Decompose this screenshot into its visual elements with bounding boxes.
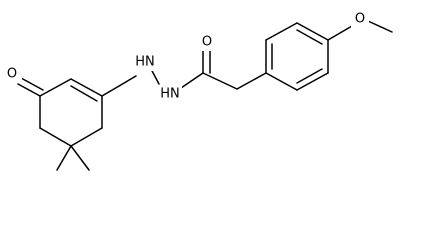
cyclohexenone-ring [17, 77, 103, 171]
bond-c1-c2 [39, 78, 72, 97]
bond-c2-o-double [20, 77, 44, 91]
bond-ar5-ar6-inner [296, 68, 323, 84]
bond-o-methyl [367, 20, 393, 33]
bond-gem-methyl-2 [70, 145, 90, 171]
ketone-oxygen-label: O [7, 67, 17, 82]
bond-ar3-ar4-inner [296, 29, 323, 45]
ether-oxygen-label: O [355, 12, 365, 27]
bond-c6-c1 [70, 78, 103, 97]
bond-c6-c1-double [70, 85, 98, 102]
hydrazide-nh-upper-label: HN [135, 55, 155, 70]
bond-ar6-ar1 [265, 72, 298, 91]
methoxyphenyl-ring [265, 20, 393, 91]
bond-ch2-ring [236, 72, 267, 90]
bond-c2-o [17, 83, 41, 97]
bond-c6-n1 [101, 75, 137, 97]
bond-gem-methyl-1 [56, 145, 72, 171]
bond-c3-c4 [39, 127, 72, 147]
atom-labels: O HN HN O O [4, 10, 369, 103]
chemical-structure-diagram: O HN HN O O [4, 10, 393, 171]
bond-n2-carbonyl [180, 72, 204, 89]
bond-ar5-ar6 [296, 72, 329, 91]
amide-oxygen-label: O [202, 35, 212, 50]
hydrazide-linker [101, 50, 267, 97]
bond-ar3-ar4 [296, 22, 329, 41]
bond-carbonyl-ch2 [202, 72, 238, 90]
bond-c4-c5 [70, 127, 103, 147]
bond-n1-n2 [150, 68, 160, 85]
bond-ar4-o [327, 25, 353, 41]
hydrazide-nh-lower-label: HN [160, 87, 180, 102]
bond-ar2-ar3 [265, 22, 298, 41]
